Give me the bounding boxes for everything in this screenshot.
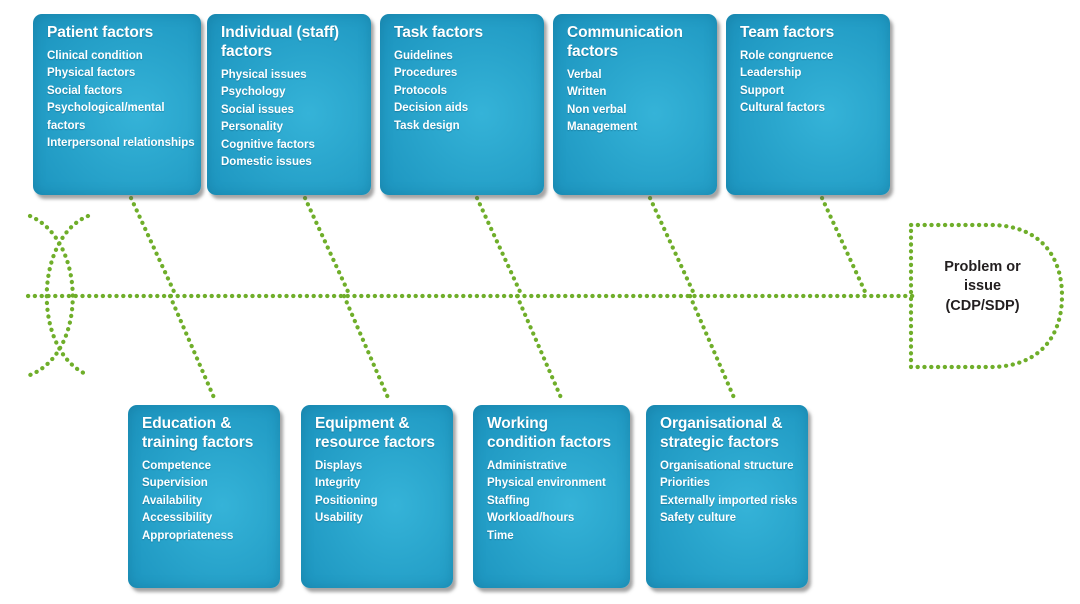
- category-box-team-factors[interactable]: Team factors Role congruence Leadership …: [726, 14, 890, 195]
- category-item: Clinical condition: [47, 49, 143, 62]
- category-item: Procedures: [394, 67, 458, 80]
- category-item: Written: [567, 86, 607, 99]
- category-item: Displays: [315, 459, 363, 472]
- category-title: Communication factors: [567, 24, 683, 60]
- category-item: Cognitive factors: [221, 138, 315, 151]
- category-item: Guidelines: [394, 49, 453, 62]
- category-item: Protocols: [394, 84, 448, 97]
- category-item: Availability: [142, 494, 203, 507]
- rib-top-1: [128, 195, 179, 299]
- category-item: Workload/hours: [487, 512, 575, 525]
- category-item: Support: [740, 84, 785, 97]
- category-item: Verbal: [567, 68, 602, 81]
- rib-bottom-3: [514, 293, 565, 403]
- category-item: Administrative: [487, 459, 567, 472]
- category-item: Cultural factors: [740, 102, 825, 115]
- category-title: Individual (staff) factors: [221, 24, 339, 60]
- category-item: Role congruence: [740, 49, 834, 62]
- category-item: Psychological/mental factors: [47, 102, 165, 132]
- category-item: Staffing: [487, 494, 530, 507]
- category-title: Education & training factors: [142, 415, 254, 451]
- rib-bottom-4: [687, 293, 738, 403]
- category-item: Interpersonal relationships: [47, 137, 195, 150]
- category-item-list: Guidelines Procedures Protocols Decision…: [394, 48, 534, 135]
- category-box-working-condition-factors[interactable]: Working condition factors Administrative…: [473, 405, 630, 588]
- problem-head-label: Problem or issue (CDP/SDP): [920, 258, 1045, 316]
- category-box-task-factors[interactable]: Task factors Guidelines Procedures Proto…: [380, 14, 544, 195]
- category-item: Domestic issues: [221, 156, 312, 169]
- category-title: Team factors: [740, 24, 835, 41]
- category-item: Appropriateness: [142, 529, 234, 542]
- category-item-list: Role congruence Leadership Support Cultu…: [740, 48, 880, 118]
- category-item: Non verbal: [567, 103, 627, 116]
- category-item: Personality: [221, 121, 283, 134]
- problem-head-line-1: Problem or: [944, 259, 1021, 275]
- category-item: Safety culture: [660, 512, 737, 525]
- category-item-list: Clinical condition Physical factors Soci…: [47, 48, 195, 153]
- category-item: Physical issues: [221, 68, 307, 81]
- category-box-patient-factors[interactable]: Patient factors Clinical condition Physi…: [33, 14, 201, 195]
- category-box-organisational-strategic-factors[interactable]: Organisational & strategic factors Organ…: [646, 405, 808, 588]
- category-item-list: Verbal Written Non verbal Management: [567, 67, 707, 137]
- category-box-communication-factors[interactable]: Communication factors Verbal Written Non…: [553, 14, 717, 195]
- category-item: Management: [567, 121, 638, 134]
- head-outline: [908, 222, 1065, 370]
- category-title: Task factors: [394, 24, 483, 41]
- category-item: Decision aids: [394, 102, 469, 115]
- category-item: Supervision: [142, 477, 208, 490]
- tail-inner-arc: [27, 213, 75, 378]
- category-title: Working condition factors: [487, 415, 612, 451]
- category-item-list: Displays Integrity Positioning Usability: [315, 458, 443, 528]
- category-title: Patient factors: [47, 24, 154, 41]
- category-item: Physical factors: [47, 67, 136, 80]
- rib-bottom-1: [167, 293, 218, 403]
- category-item-list: Administrative Physical environment Staf…: [487, 458, 620, 545]
- category-item-list: Competence Supervision Availability Acce…: [142, 458, 270, 545]
- category-item: Psychology: [221, 86, 286, 99]
- category-item: Positioning: [315, 494, 378, 507]
- rib-top-2: [302, 195, 353, 299]
- category-item: Leadership: [740, 67, 802, 80]
- category-item: Competence: [142, 459, 212, 472]
- category-item-list: Physical issues Psychology Social issues…: [221, 67, 361, 172]
- category-item: Usability: [315, 512, 363, 525]
- rib-top-5: [819, 195, 870, 299]
- category-item: Social factors: [47, 84, 123, 97]
- category-box-education-training-factors[interactable]: Education & training factors Competence …: [128, 405, 280, 588]
- category-item: Priorities: [660, 477, 710, 490]
- tail-outer-arc: [44, 213, 91, 378]
- problem-head-line-2: issue: [963, 278, 1002, 295]
- rib-top-3: [474, 195, 525, 299]
- rib-top-4: [647, 195, 698, 299]
- category-item: Accessibility: [142, 512, 213, 525]
- problem-head-line-3: (CDP/SDP): [945, 297, 1020, 314]
- category-title: Organisational & strategic factors: [660, 415, 783, 451]
- category-title: Equipment & resource factors: [315, 415, 435, 451]
- category-box-equipment-resource-factors[interactable]: Equipment & resource factors Displays In…: [301, 405, 453, 588]
- category-item: Externally imported risks: [660, 494, 798, 507]
- category-item: Time: [487, 529, 514, 542]
- category-item: Social issues: [221, 103, 294, 116]
- category-item: Task design: [394, 119, 460, 132]
- category-item-list: Organisational structure Priorities Exte…: [660, 458, 798, 528]
- category-item: Organisational structure: [660, 459, 794, 472]
- rib-bottom-2: [341, 293, 392, 403]
- category-item: Physical environment: [487, 477, 606, 490]
- category-item: Integrity: [315, 477, 361, 490]
- category-box-individual-staff-factors[interactable]: Individual (staff) factors Physical issu…: [207, 14, 371, 195]
